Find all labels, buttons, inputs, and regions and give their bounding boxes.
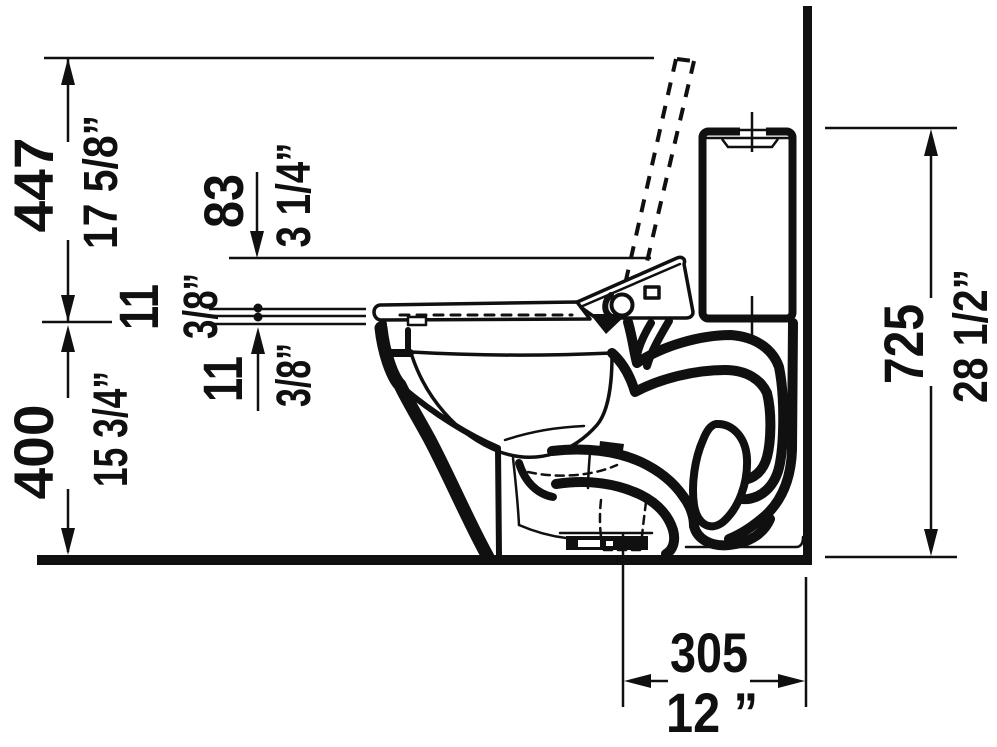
dimension-305: 305 12 ” xyxy=(624,577,808,744)
bowl-section xyxy=(374,320,619,564)
toilet-drawing xyxy=(372,57,805,707)
sump-to-flange-line xyxy=(517,523,568,540)
dim-83-inch-label: 3 1/4” xyxy=(268,143,321,248)
cistern-tank xyxy=(698,112,797,340)
dim-11-upper-inch-label: 3/8” xyxy=(175,273,228,339)
trap-under-sweep xyxy=(689,514,775,551)
dim-83-mm-label: 83 xyxy=(192,174,255,228)
arrow-up-icon xyxy=(61,325,75,352)
lid-dash-left xyxy=(622,58,678,290)
tank-outline xyxy=(698,127,797,323)
rear-exterior-outline xyxy=(724,318,798,544)
trap-arch-outer xyxy=(623,317,789,505)
dim-dot-icon xyxy=(253,303,263,313)
arrow-down-icon xyxy=(250,231,264,258)
arrow-down-icon xyxy=(61,528,75,555)
open-lid-dashed-outline xyxy=(622,57,696,290)
outlet-weir xyxy=(515,459,557,501)
seat-ring-profile xyxy=(372,300,592,322)
sump-rear-line xyxy=(586,450,592,490)
dim-400-inch-label: 15 3/4” xyxy=(85,371,138,487)
arrow-up-icon xyxy=(924,129,938,156)
rim-back-top-line xyxy=(409,350,614,357)
dim-305-mm-label: 305 xyxy=(670,621,748,684)
control-unit-top-edge xyxy=(576,262,682,310)
sump-hidden-line xyxy=(526,463,619,477)
dimension-400: 400 15 3/4” xyxy=(2,325,138,555)
pedestal-inner-line xyxy=(399,384,502,559)
trapway-section xyxy=(547,317,805,559)
arrow-down-icon xyxy=(924,529,938,556)
nozzle-knob xyxy=(609,292,635,318)
trap-lower-bottom xyxy=(551,477,680,559)
water-line-arc xyxy=(503,424,586,442)
bowl-inner-surface xyxy=(410,354,614,459)
seat-assembly xyxy=(372,255,695,334)
lid-dash-cap xyxy=(676,57,694,63)
dim-dot-icon xyxy=(253,312,263,322)
floor-line xyxy=(37,555,812,565)
dim-725-inch-label: 28 1/2” xyxy=(945,269,997,403)
dim-11-lower-inch-label: 3/8” xyxy=(268,343,321,407)
trap-lower-top xyxy=(547,444,699,531)
dim-11-lower-mm-label: 11 xyxy=(191,356,254,402)
dim-305-inch-label: 12 ” xyxy=(666,681,758,744)
seat-bumper xyxy=(406,315,428,327)
dimension-11-upper: 11 3/8” xyxy=(107,273,263,339)
dim-725-mm-label: 725 xyxy=(872,304,935,384)
dimension-447: 447 17 5/8” xyxy=(2,58,128,324)
dimension-11-lower: 11 3/8” xyxy=(191,327,321,411)
base-bottom-outline xyxy=(684,535,805,549)
arrow-down-icon xyxy=(61,295,75,322)
trap-kidney-section xyxy=(689,420,752,531)
flange-slot-small xyxy=(606,541,613,546)
sump-front-line xyxy=(511,456,521,527)
drain-hidden-left xyxy=(598,498,605,551)
dim-11-upper-mm-label: 11 xyxy=(107,284,170,330)
arrow-left-icon xyxy=(624,674,651,688)
drain-hidden-right xyxy=(639,500,648,550)
inlet-channel-right xyxy=(643,317,673,370)
tank-lid-inner xyxy=(721,138,779,149)
hinge-wedge xyxy=(590,314,627,334)
dim-447-mm-label: 447 xyxy=(2,138,65,233)
arrow-right-icon xyxy=(778,674,805,688)
dimension-83: 83 3 1/4” xyxy=(192,143,321,258)
dimension-725: 725 28 1/2” xyxy=(825,126,997,559)
dim-447-inch-label: 17 5/8” xyxy=(75,115,128,249)
flange-slot xyxy=(578,540,600,547)
wall-section-line xyxy=(803,6,812,565)
arrow-up-icon xyxy=(61,58,75,85)
rim-jet-block xyxy=(599,441,624,457)
dim-400-mm-label: 400 xyxy=(2,405,65,500)
arrow-up-icon xyxy=(251,327,265,354)
reference-lines xyxy=(44,56,654,326)
bowl-outer-shell xyxy=(374,321,495,564)
control-display xyxy=(643,285,661,300)
